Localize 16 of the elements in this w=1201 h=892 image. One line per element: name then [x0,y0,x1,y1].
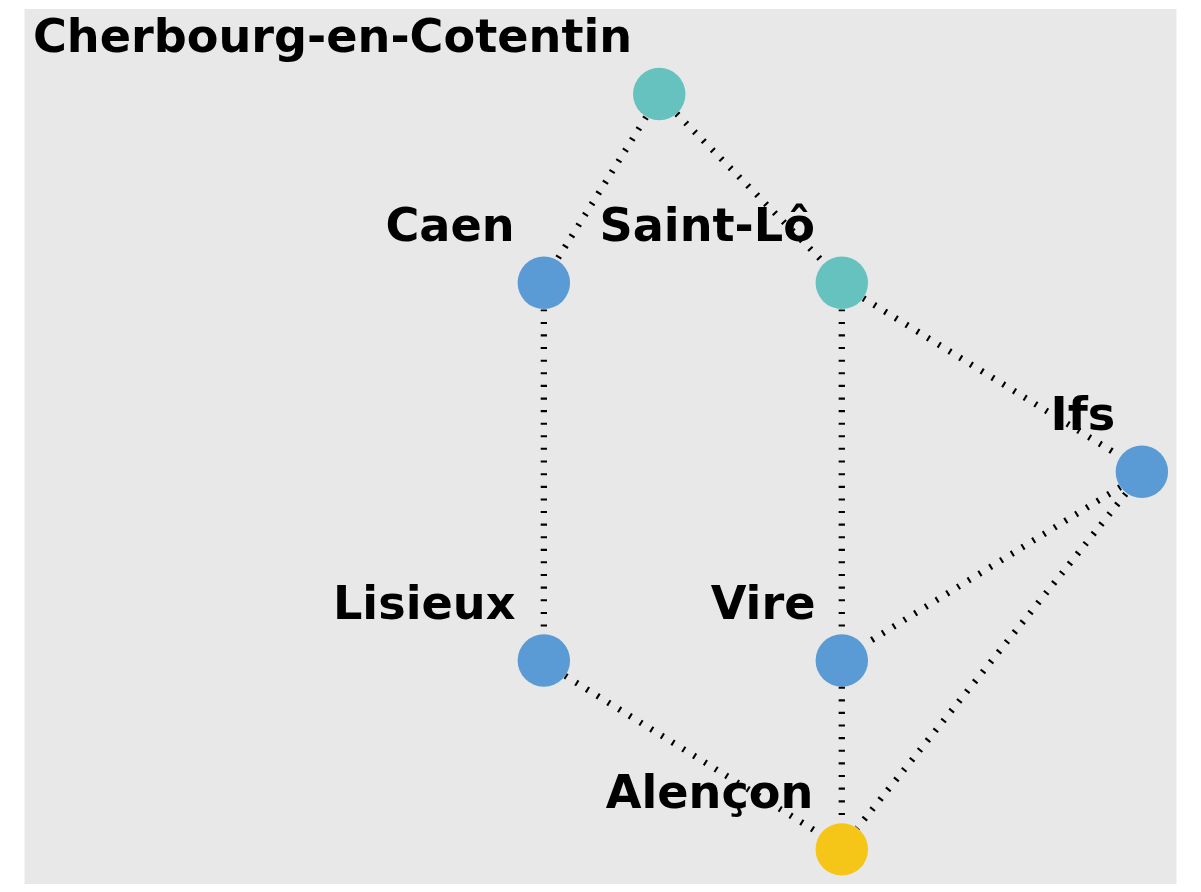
node-label: Vire [710,575,816,630]
node-circle [633,67,686,120]
node-label: Alençon [605,764,814,819]
node-circle [1115,444,1169,498]
node-label: Cherbourg-en-Cotentin [32,8,633,63]
node-label: Lisieux [332,575,516,630]
node-label: Saint-Lô [599,197,815,252]
connector [854,491,1129,830]
node-label: Caen [385,197,515,252]
node-circle [815,822,869,876]
node-circle [517,633,571,687]
node-label: Ifs [1050,386,1116,441]
connector [554,115,649,261]
node-circle [517,256,571,309]
node-circle [815,256,869,309]
node-circle [815,633,869,687]
